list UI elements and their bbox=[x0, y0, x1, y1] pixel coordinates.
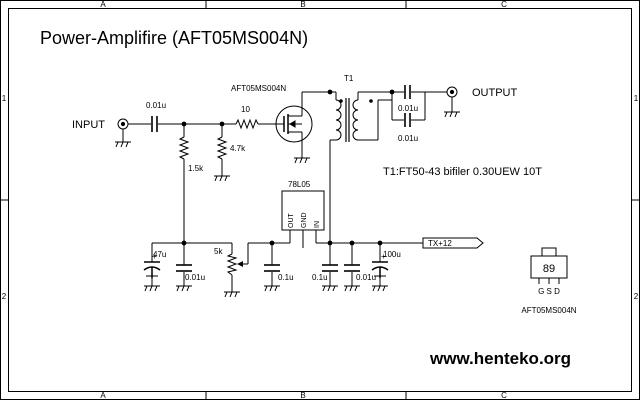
transformer-t1 bbox=[330, 91, 364, 142]
mosfet-symbol bbox=[275, 105, 313, 143]
supply-capacitor-2-value: 0.01u bbox=[356, 273, 376, 282]
package-outline bbox=[530, 247, 568, 284]
output-capacitor-1-value: 0.01u bbox=[398, 104, 418, 113]
ground-symbols bbox=[144, 111, 460, 298]
supply-net-label: TX+12 bbox=[428, 239, 452, 248]
input-label: INPUT bbox=[72, 119, 105, 131]
gate-ground-resistor bbox=[216, 136, 228, 160]
supply-electrolytic-plus: + bbox=[381, 252, 386, 261]
bias-capacitor-value: 0.01u bbox=[185, 273, 205, 282]
potentiometer-wiper-arrow bbox=[237, 261, 243, 267]
frame-col-c-bottom: C bbox=[501, 391, 507, 400]
transformer-label: T1 bbox=[344, 74, 354, 83]
supply-capacitor-1 bbox=[322, 264, 338, 272]
output-capacitors bbox=[404, 85, 411, 127]
output-label: OUTPUT bbox=[472, 87, 518, 99]
frame-row-2-right: 2 bbox=[634, 292, 639, 301]
bias-electrolytic-value: 47u bbox=[153, 250, 166, 259]
input-capacitor bbox=[151, 116, 158, 132]
output-connector bbox=[440, 86, 458, 100]
regulator-pin-in: IN bbox=[314, 221, 321, 228]
package-marking: 89 bbox=[543, 263, 555, 275]
transformer-note: T1:FT50-43 bifiler 0.30UEW 10T bbox=[383, 166, 542, 178]
input-capacitor-value: 0.01u bbox=[146, 101, 166, 110]
mosfet-part-label: AFT05MS004N bbox=[231, 84, 286, 93]
bias-resistor-value: 1.5k bbox=[188, 164, 204, 173]
potentiometer-value: 5k bbox=[214, 247, 223, 256]
supply-capacitor-2 bbox=[344, 264, 360, 272]
regulator-output-capacitor-value: 0.1u bbox=[278, 273, 294, 282]
package-pinout: G S D bbox=[538, 287, 560, 296]
supply-electrolytic-value: 100u bbox=[383, 250, 401, 259]
transformer-dot-primary bbox=[339, 99, 343, 103]
frame-row-2: 2 bbox=[2, 292, 7, 301]
bias-potentiometer bbox=[226, 253, 238, 276]
gate-resistor bbox=[235, 118, 259, 130]
regulator-label: 78L05 bbox=[288, 180, 311, 189]
supply-capacitor-1-value: 0.1u bbox=[312, 273, 328, 282]
bias-resistor bbox=[178, 136, 190, 160]
bias-capacitor bbox=[176, 264, 192, 272]
bias-electrolytic-capacitor bbox=[143, 261, 161, 278]
regulator-output-capacitor bbox=[264, 264, 280, 272]
frame-row-1-right: 1 bbox=[634, 94, 639, 103]
frame-col-a-bottom: A bbox=[100, 391, 106, 400]
frame-col-a: A bbox=[100, 0, 106, 9]
junction-dots bbox=[181, 89, 395, 246]
supply-net-flag bbox=[422, 237, 484, 249]
frame-col-b-bottom: B bbox=[300, 391, 305, 400]
frame-col-c: C bbox=[501, 0, 507, 9]
regulator-pin-gnd: GND bbox=[301, 212, 308, 228]
regulator-pin-out: OUT bbox=[288, 213, 295, 229]
transformer-dot-secondary bbox=[369, 99, 373, 103]
gate-ground-resistor-value: 4.7k bbox=[230, 144, 246, 153]
frame-row-1: 1 bbox=[2, 94, 7, 103]
frame-col-b: B bbox=[300, 0, 305, 9]
output-capacitor-2-value: 0.01u bbox=[398, 134, 418, 143]
bias-electrolytic-plus: + bbox=[152, 252, 157, 261]
supply-electrolytic-capacitor bbox=[371, 261, 389, 278]
gate-resistor-value: 10 bbox=[241, 105, 250, 114]
schematic-title: Power-Amplifire (AFT05MS004N) bbox=[40, 28, 308, 48]
input-connector bbox=[115, 118, 131, 148]
regulator-78l05 bbox=[281, 190, 325, 231]
package-part-label: AFT05MS004N bbox=[521, 306, 576, 315]
website-link[interactable]: www.henteko.org bbox=[429, 349, 571, 368]
